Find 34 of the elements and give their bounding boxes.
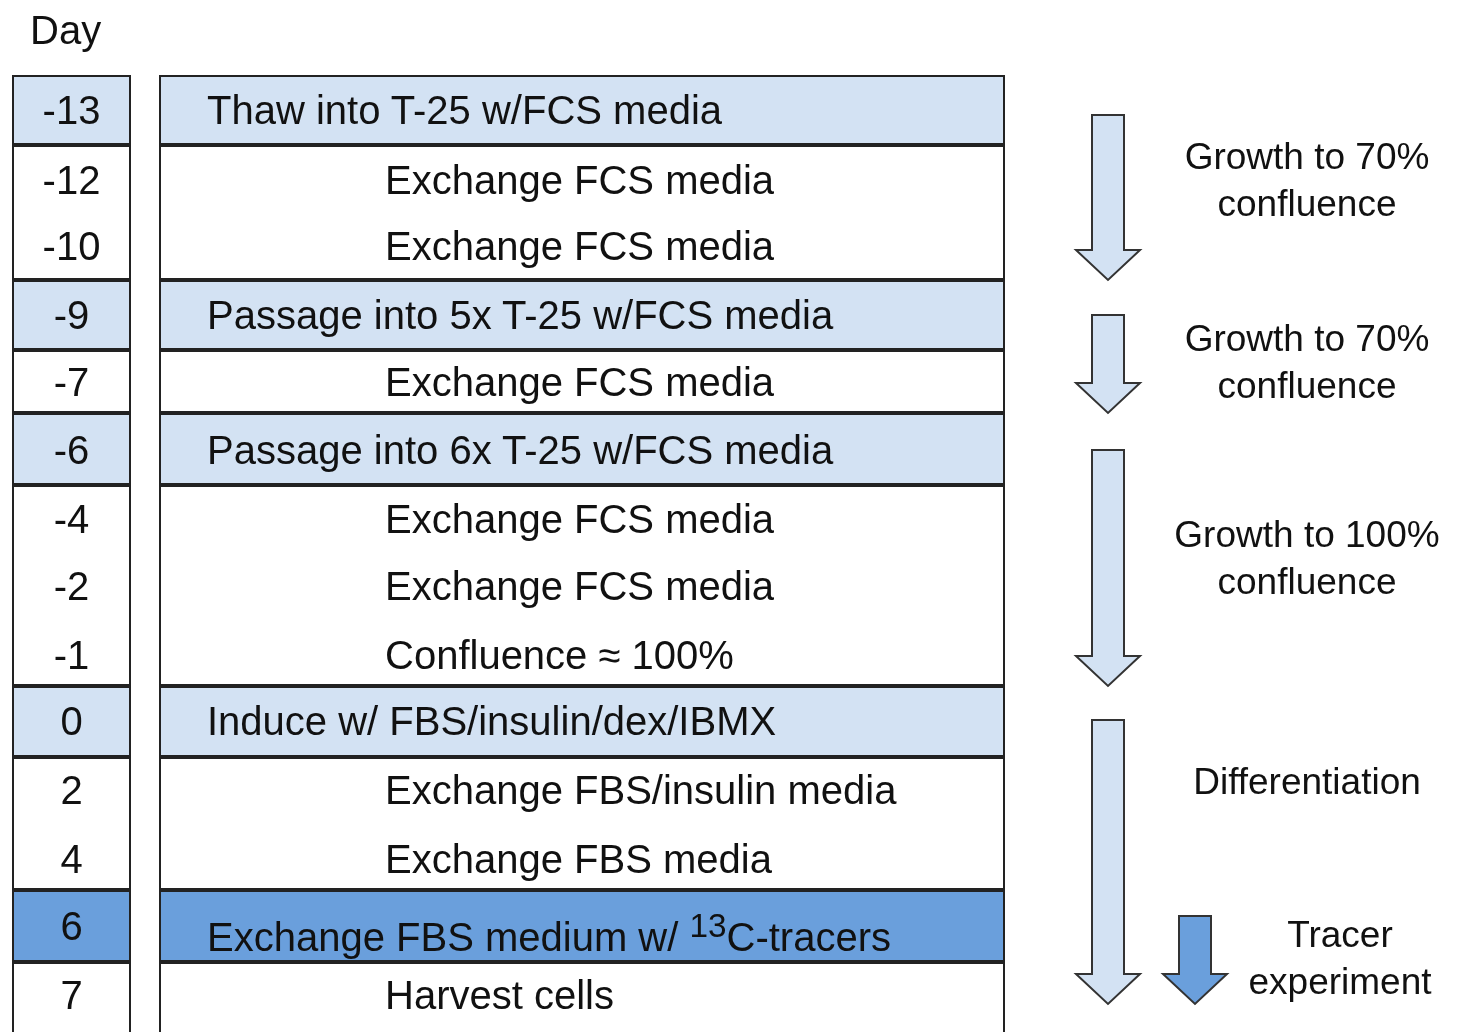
step-text: Confluence ≈ 100% bbox=[385, 632, 734, 679]
step-text: Exchange FBS/insulin media bbox=[385, 767, 897, 814]
day-number: 7 bbox=[59, 972, 84, 1019]
step-text: Harvest cells bbox=[385, 972, 614, 1019]
day-number: -2 bbox=[52, 563, 91, 610]
day-number: -9 bbox=[52, 292, 91, 339]
day-number: -10 bbox=[41, 223, 102, 270]
phase-note: Tracer experiment bbox=[1247, 913, 1433, 1004]
step-text: Exchange FCS media bbox=[385, 223, 775, 270]
step-text: Thaw into T-25 w/FCS media bbox=[207, 87, 723, 134]
day-number: 2 bbox=[59, 767, 84, 814]
day-number: -4 bbox=[52, 496, 91, 543]
step-text: Exchange FCS media bbox=[385, 359, 775, 406]
step-text: Exchange FCS media bbox=[385, 157, 775, 204]
step-text: Induce w/ FBS/insulin/dex/IBMX bbox=[207, 698, 777, 745]
step-text: Exchange FCS media bbox=[385, 496, 775, 543]
phase-note: Differentiation bbox=[1192, 759, 1422, 804]
day-number: -13 bbox=[41, 87, 102, 134]
day-number: -6 bbox=[52, 427, 91, 474]
column-header: Day bbox=[30, 7, 102, 54]
step-text: Exchange FCS media bbox=[385, 563, 775, 610]
phase-note: Growth to 70% confluence bbox=[1183, 135, 1431, 226]
day-number: -7 bbox=[52, 359, 91, 406]
phase-note: Growth to 70% confluence bbox=[1183, 317, 1431, 408]
day-number: -12 bbox=[41, 157, 102, 204]
day-number: -1 bbox=[52, 632, 91, 679]
step-text: Passage into 5x T-25 w/FCS media bbox=[207, 292, 834, 339]
step-text: Exchange FBS medium w/ $^{13}$C-tracers bbox=[207, 906, 891, 962]
step-text: Exchange FBS media bbox=[385, 836, 772, 883]
day-number: 0 bbox=[59, 698, 84, 745]
step-text: Passage into 6x T-25 w/FCS media bbox=[207, 427, 834, 474]
day-number: 6 bbox=[59, 903, 84, 950]
phase-note: Growth to 100% confluence bbox=[1173, 513, 1441, 604]
day-number: 4 bbox=[59, 836, 84, 883]
